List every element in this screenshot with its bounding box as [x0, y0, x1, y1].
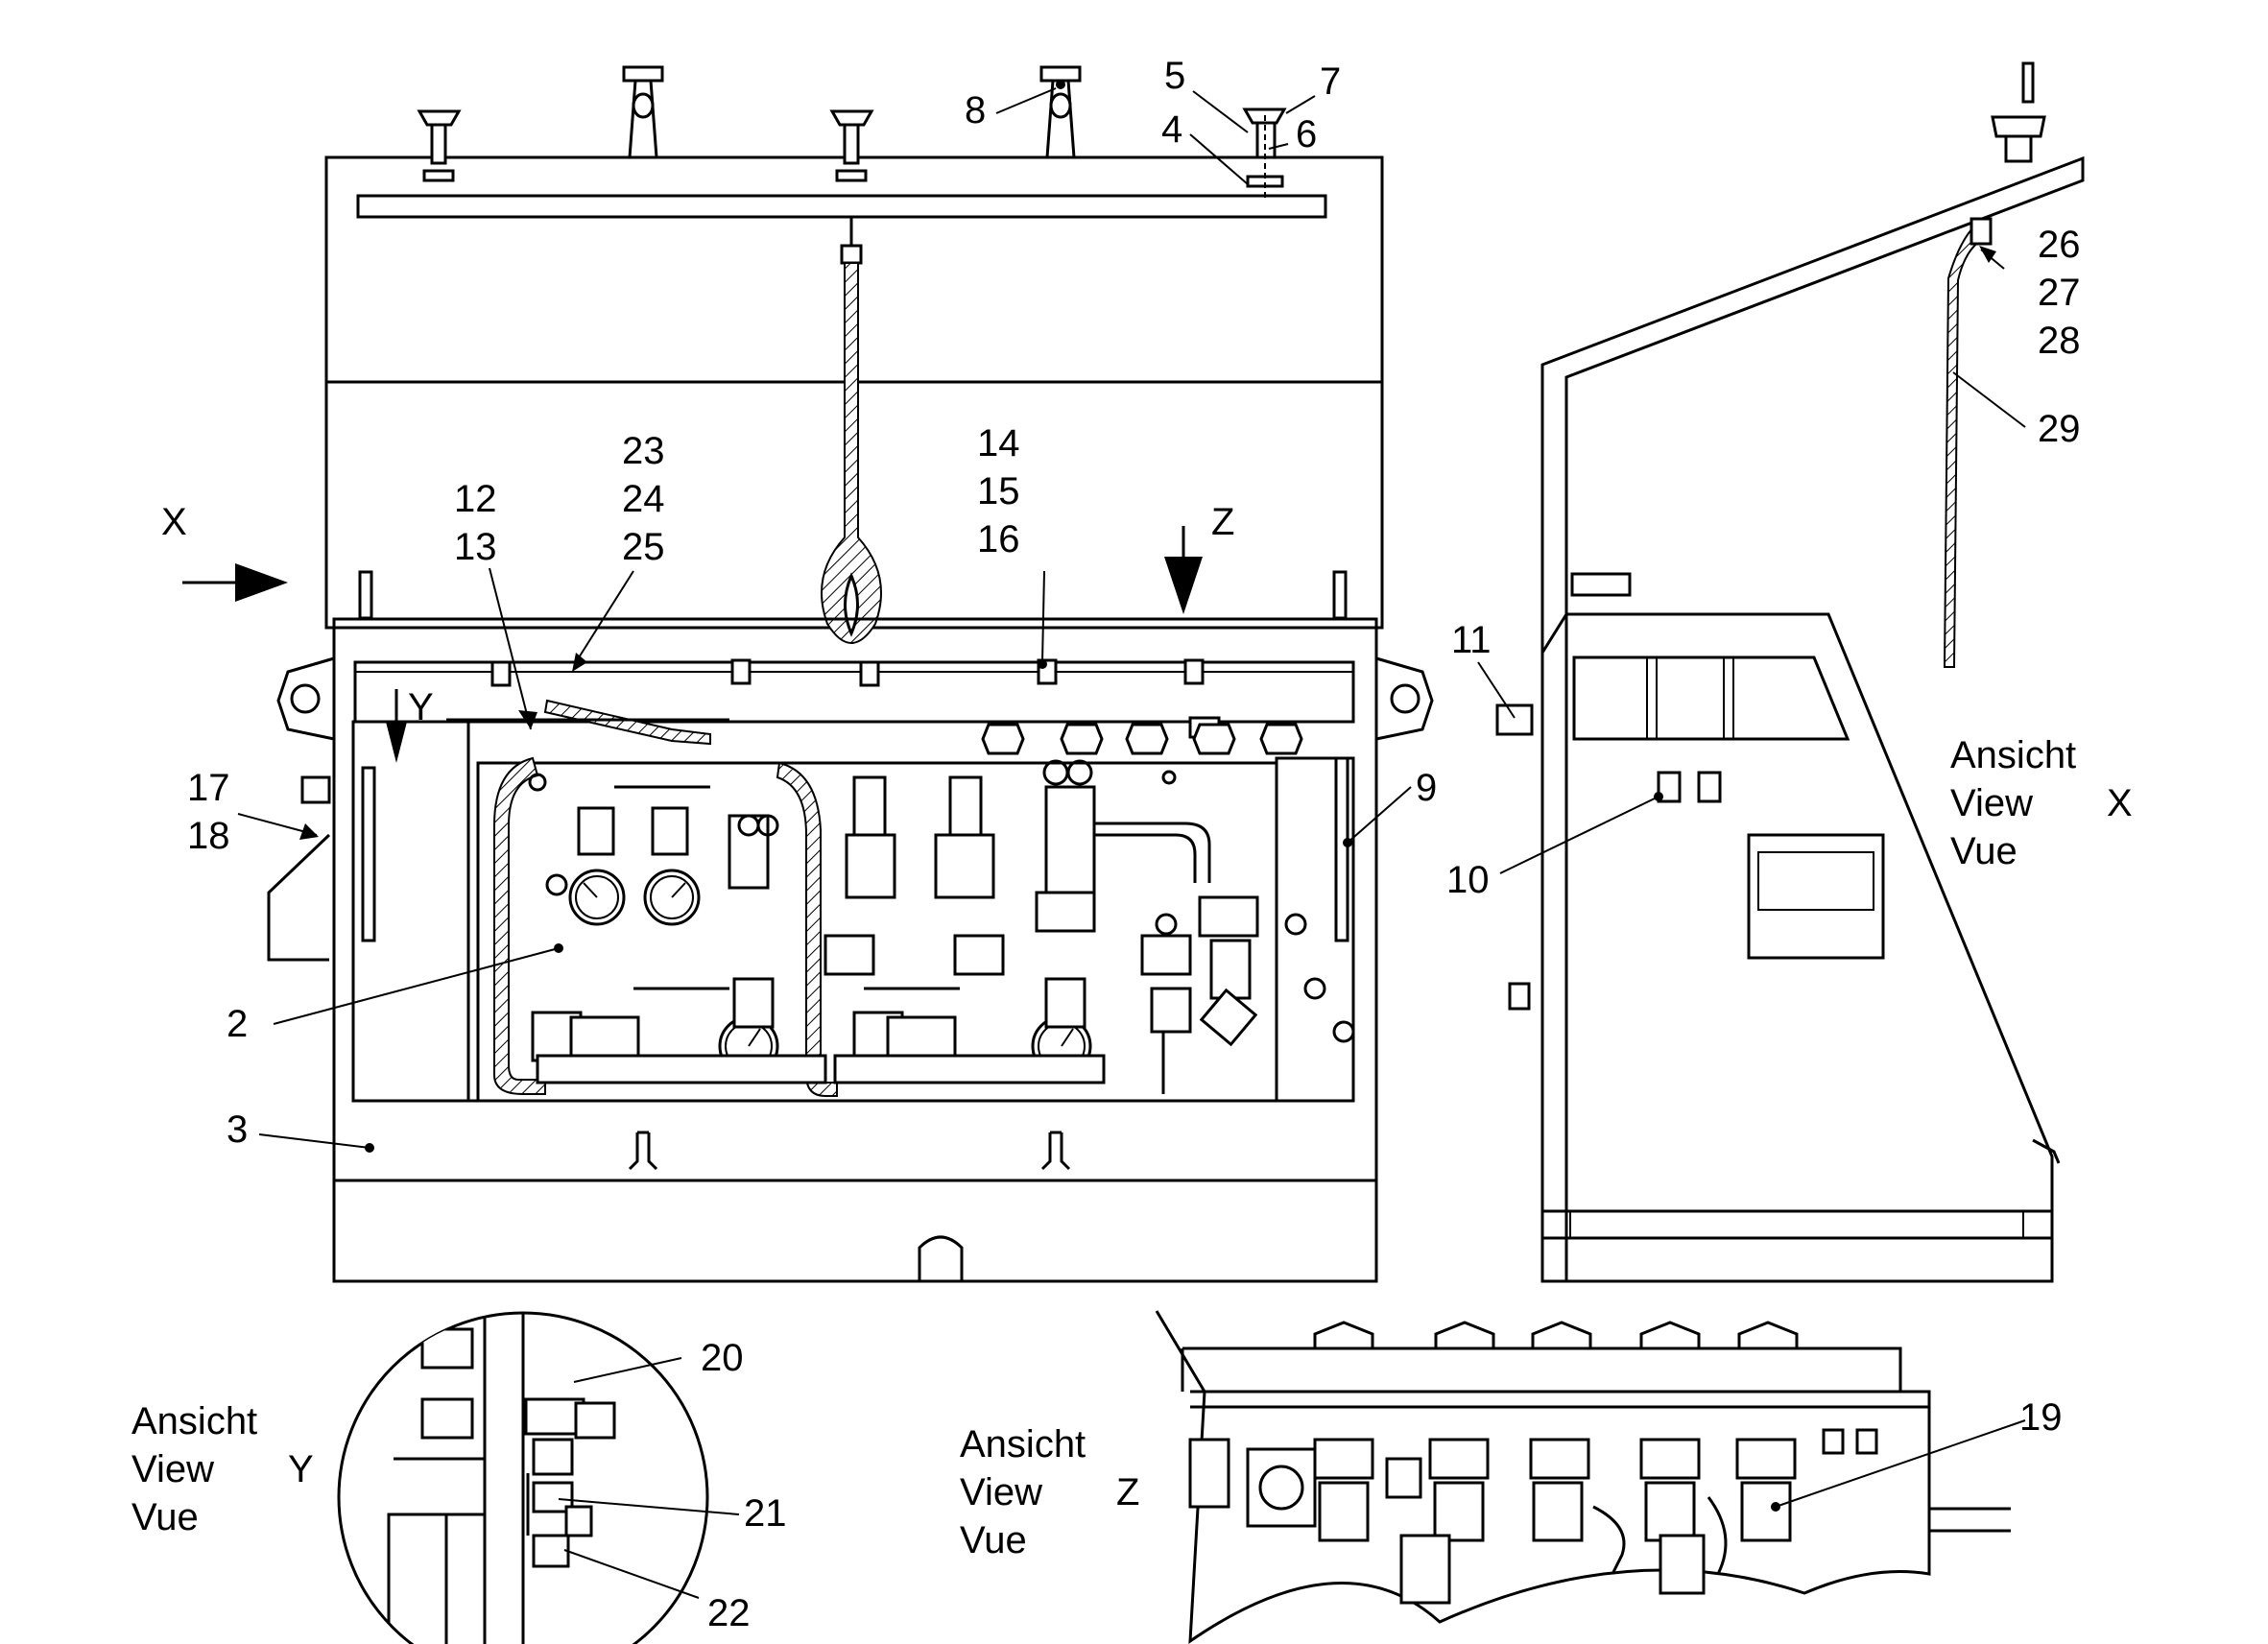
lanyard	[821, 217, 882, 644]
lower-fittings	[1188, 1428, 1878, 1605]
callout-7: 7	[1320, 60, 1341, 103]
view-z-line1: Ansicht	[960, 1423, 1086, 1465]
handwheel-valve	[1242, 107, 1287, 198]
view-marker-y: Y	[408, 686, 434, 728]
t-handle-valve	[622, 65, 664, 159]
callout-14: 14	[977, 422, 1020, 465]
piping	[614, 785, 1211, 1094]
cable-clips	[628, 1131, 1071, 1171]
callout-6: 6	[1296, 113, 1317, 155]
view-marker-x: X	[161, 501, 187, 543]
callout-23: 23	[622, 430, 665, 472]
callout-10: 10	[1446, 859, 1490, 901]
hose-left	[493, 756, 546, 1095]
cabinet-body	[332, 617, 1378, 1283]
callout-13: 13	[454, 526, 497, 568]
callout-4: 4	[1161, 108, 1182, 151]
callout-29: 29	[2038, 408, 2081, 450]
callout-21: 21	[744, 1492, 787, 1535]
side-hose	[1943, 224, 1987, 668]
detail-view-z	[1155, 1310, 2011, 1644]
leader-lines	[237, 80, 2026, 1599]
left-lifting-lug	[276, 656, 335, 741]
view-x-line1: Ansicht	[1950, 734, 2076, 776]
bulkhead-fittings	[981, 723, 1303, 755]
callout-9: 9	[1416, 767, 1437, 809]
side-window	[1572, 655, 1850, 741]
coupling-10b	[1697, 771, 1722, 803]
hose-top	[543, 699, 711, 746]
callout-12: 12	[454, 478, 497, 520]
side-outline	[1540, 155, 2085, 1283]
callout-24: 24	[622, 478, 665, 520]
base-notch	[918, 1235, 964, 1281]
front-view	[267, 65, 1434, 1283]
view-marker-z: Z	[1211, 501, 1234, 543]
view-arrow-y	[386, 689, 407, 763]
callout-5: 5	[1164, 55, 1185, 97]
callout-11: 11	[1451, 619, 1492, 661]
view-z-line2: View	[960, 1471, 1042, 1513]
callout-16: 16	[977, 518, 1020, 560]
view-y-letter: Y	[288, 1448, 314, 1490]
callout-8: 8	[965, 89, 986, 131]
view-title-x: Ansicht View Vue X	[1950, 734, 2133, 872]
callout-25: 25	[622, 526, 665, 568]
handwheel-valve	[417, 109, 462, 182]
callout-labels: 2 3 4 5 6 7 8 9 10 11 12 13 14 15 16 17 …	[187, 55, 2081, 1634]
view-y-line2: View	[131, 1448, 214, 1490]
view-x-line3: Vue	[1950, 830, 2017, 872]
callout-19: 19	[2019, 1396, 2063, 1439]
top-hex-fittings	[1313, 1321, 1799, 1350]
coupling-11	[1495, 703, 1534, 736]
callout-3: 3	[227, 1108, 248, 1151]
panel-hole	[528, 773, 547, 792]
callout-26: 26	[2038, 224, 2081, 266]
coupling-10a	[1657, 771, 1682, 803]
view-arrow-z	[1164, 526, 1203, 614]
view-title-y: Ansicht View Vue Y	[131, 1400, 314, 1538]
view-z-letter: Z	[1116, 1471, 1139, 1513]
view-y-line3: Vue	[131, 1496, 199, 1538]
view-z-line3: Vue	[960, 1519, 1027, 1561]
top-beam	[353, 660, 1355, 724]
callout-2: 2	[227, 1003, 248, 1045]
lid-rail	[356, 194, 1327, 219]
side-base	[1540, 1209, 2054, 1240]
side-bracket	[267, 833, 331, 962]
callout-18: 18	[187, 815, 230, 857]
callout-15: 15	[977, 470, 1020, 512]
view-title-z: Ansicht View Vue Z	[960, 1423, 1139, 1561]
view-marker-labels: X Z Y	[161, 501, 1234, 728]
display-box	[1747, 833, 1885, 960]
side-valve	[1991, 61, 2046, 163]
side-view	[1495, 61, 2085, 1283]
callout-27: 27	[2038, 272, 2081, 314]
view-arrow-x	[182, 563, 288, 602]
view-x-line2: View	[1950, 782, 2033, 824]
callout-17: 17	[187, 767, 230, 809]
view-x-letter: X	[2107, 782, 2133, 824]
detail-view-y	[337, 1311, 709, 1644]
callout-20: 20	[701, 1337, 744, 1379]
handwheel-valve	[829, 109, 874, 182]
callout-28: 28	[2038, 320, 2081, 362]
view-y-line1: Ansicht	[131, 1400, 257, 1442]
gas-strut-right	[1334, 756, 1349, 942]
gas-strut-left	[361, 766, 376, 942]
cutaway-outline	[1155, 1310, 1931, 1644]
hose-center	[776, 761, 838, 1097]
callout-22: 22	[707, 1592, 751, 1634]
valve-blocks	[528, 759, 1355, 1084]
right-lifting-lug	[1375, 656, 1434, 741]
